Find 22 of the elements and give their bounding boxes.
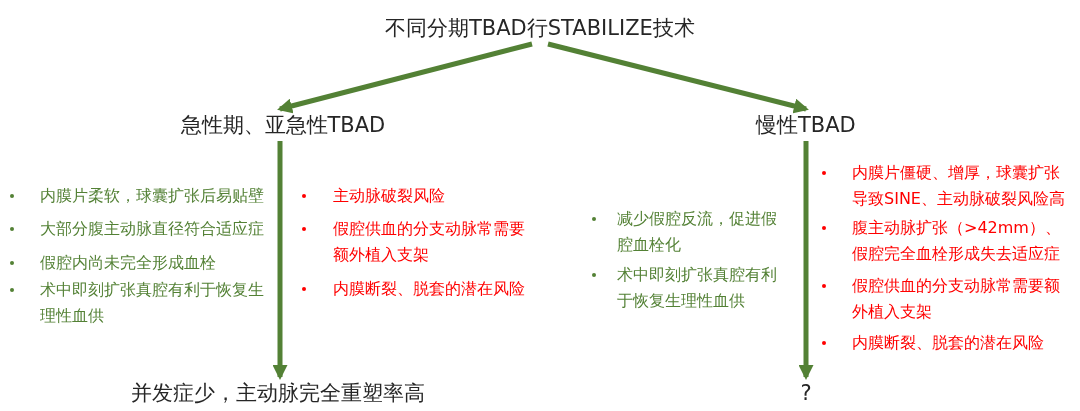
bullet-text: 术中即刻扩张真腔有利于恢复生理性血供 — [40, 279, 265, 327]
bullet-text: 内膜断裂、脱套的潜在风险 — [333, 278, 526, 300]
arrow — [272, 141, 288, 380]
bullet-text: 假腔内尚未完全形成血栓 — [40, 252, 217, 274]
stage-label: 并发症少，主动脉完全重塑率高 — [131, 379, 425, 407]
bullet-text: 术中即刻扩张真腔有利于恢复生理性血供 — [617, 264, 778, 312]
stage-label: 慢性TBAD — [756, 111, 856, 139]
bullet-text: 内膜断裂、脱套的潜在风险 — [852, 332, 1045, 354]
bullet-text: 减少假腔反流，促进假腔血栓化 — [617, 208, 778, 256]
bullet-text: 大部分腹主动脉直径符合适应症 — [40, 218, 265, 240]
stage-label: 急性期、亚急性TBAD — [180, 111, 386, 139]
arrow — [798, 141, 814, 380]
bullet-text: 腹主动脉扩张（>42mm）、假腔完全血栓形成失去适应症 — [852, 217, 1062, 265]
bullet-text: 主动脉破裂风险 — [333, 185, 446, 207]
stage-label: ? — [800, 379, 812, 407]
arrow — [547, 41, 809, 114]
bullet-text: 内膜片僵硬、增厚，球囊扩张导致SINE、主动脉破裂风险高 — [852, 162, 1066, 210]
title-text: 不同分期TBAD行STABILIZE技术 — [385, 14, 695, 42]
bullet-text: 假腔供血的分支动脉常需要额外植入支架 — [852, 275, 1061, 323]
arrow — [277, 41, 533, 114]
bullet-text: 内膜片柔软，球囊扩张后易贴壁 — [40, 185, 265, 207]
bullet-text: 假腔供血的分支动脉常需要额外植入支架 — [333, 218, 526, 266]
